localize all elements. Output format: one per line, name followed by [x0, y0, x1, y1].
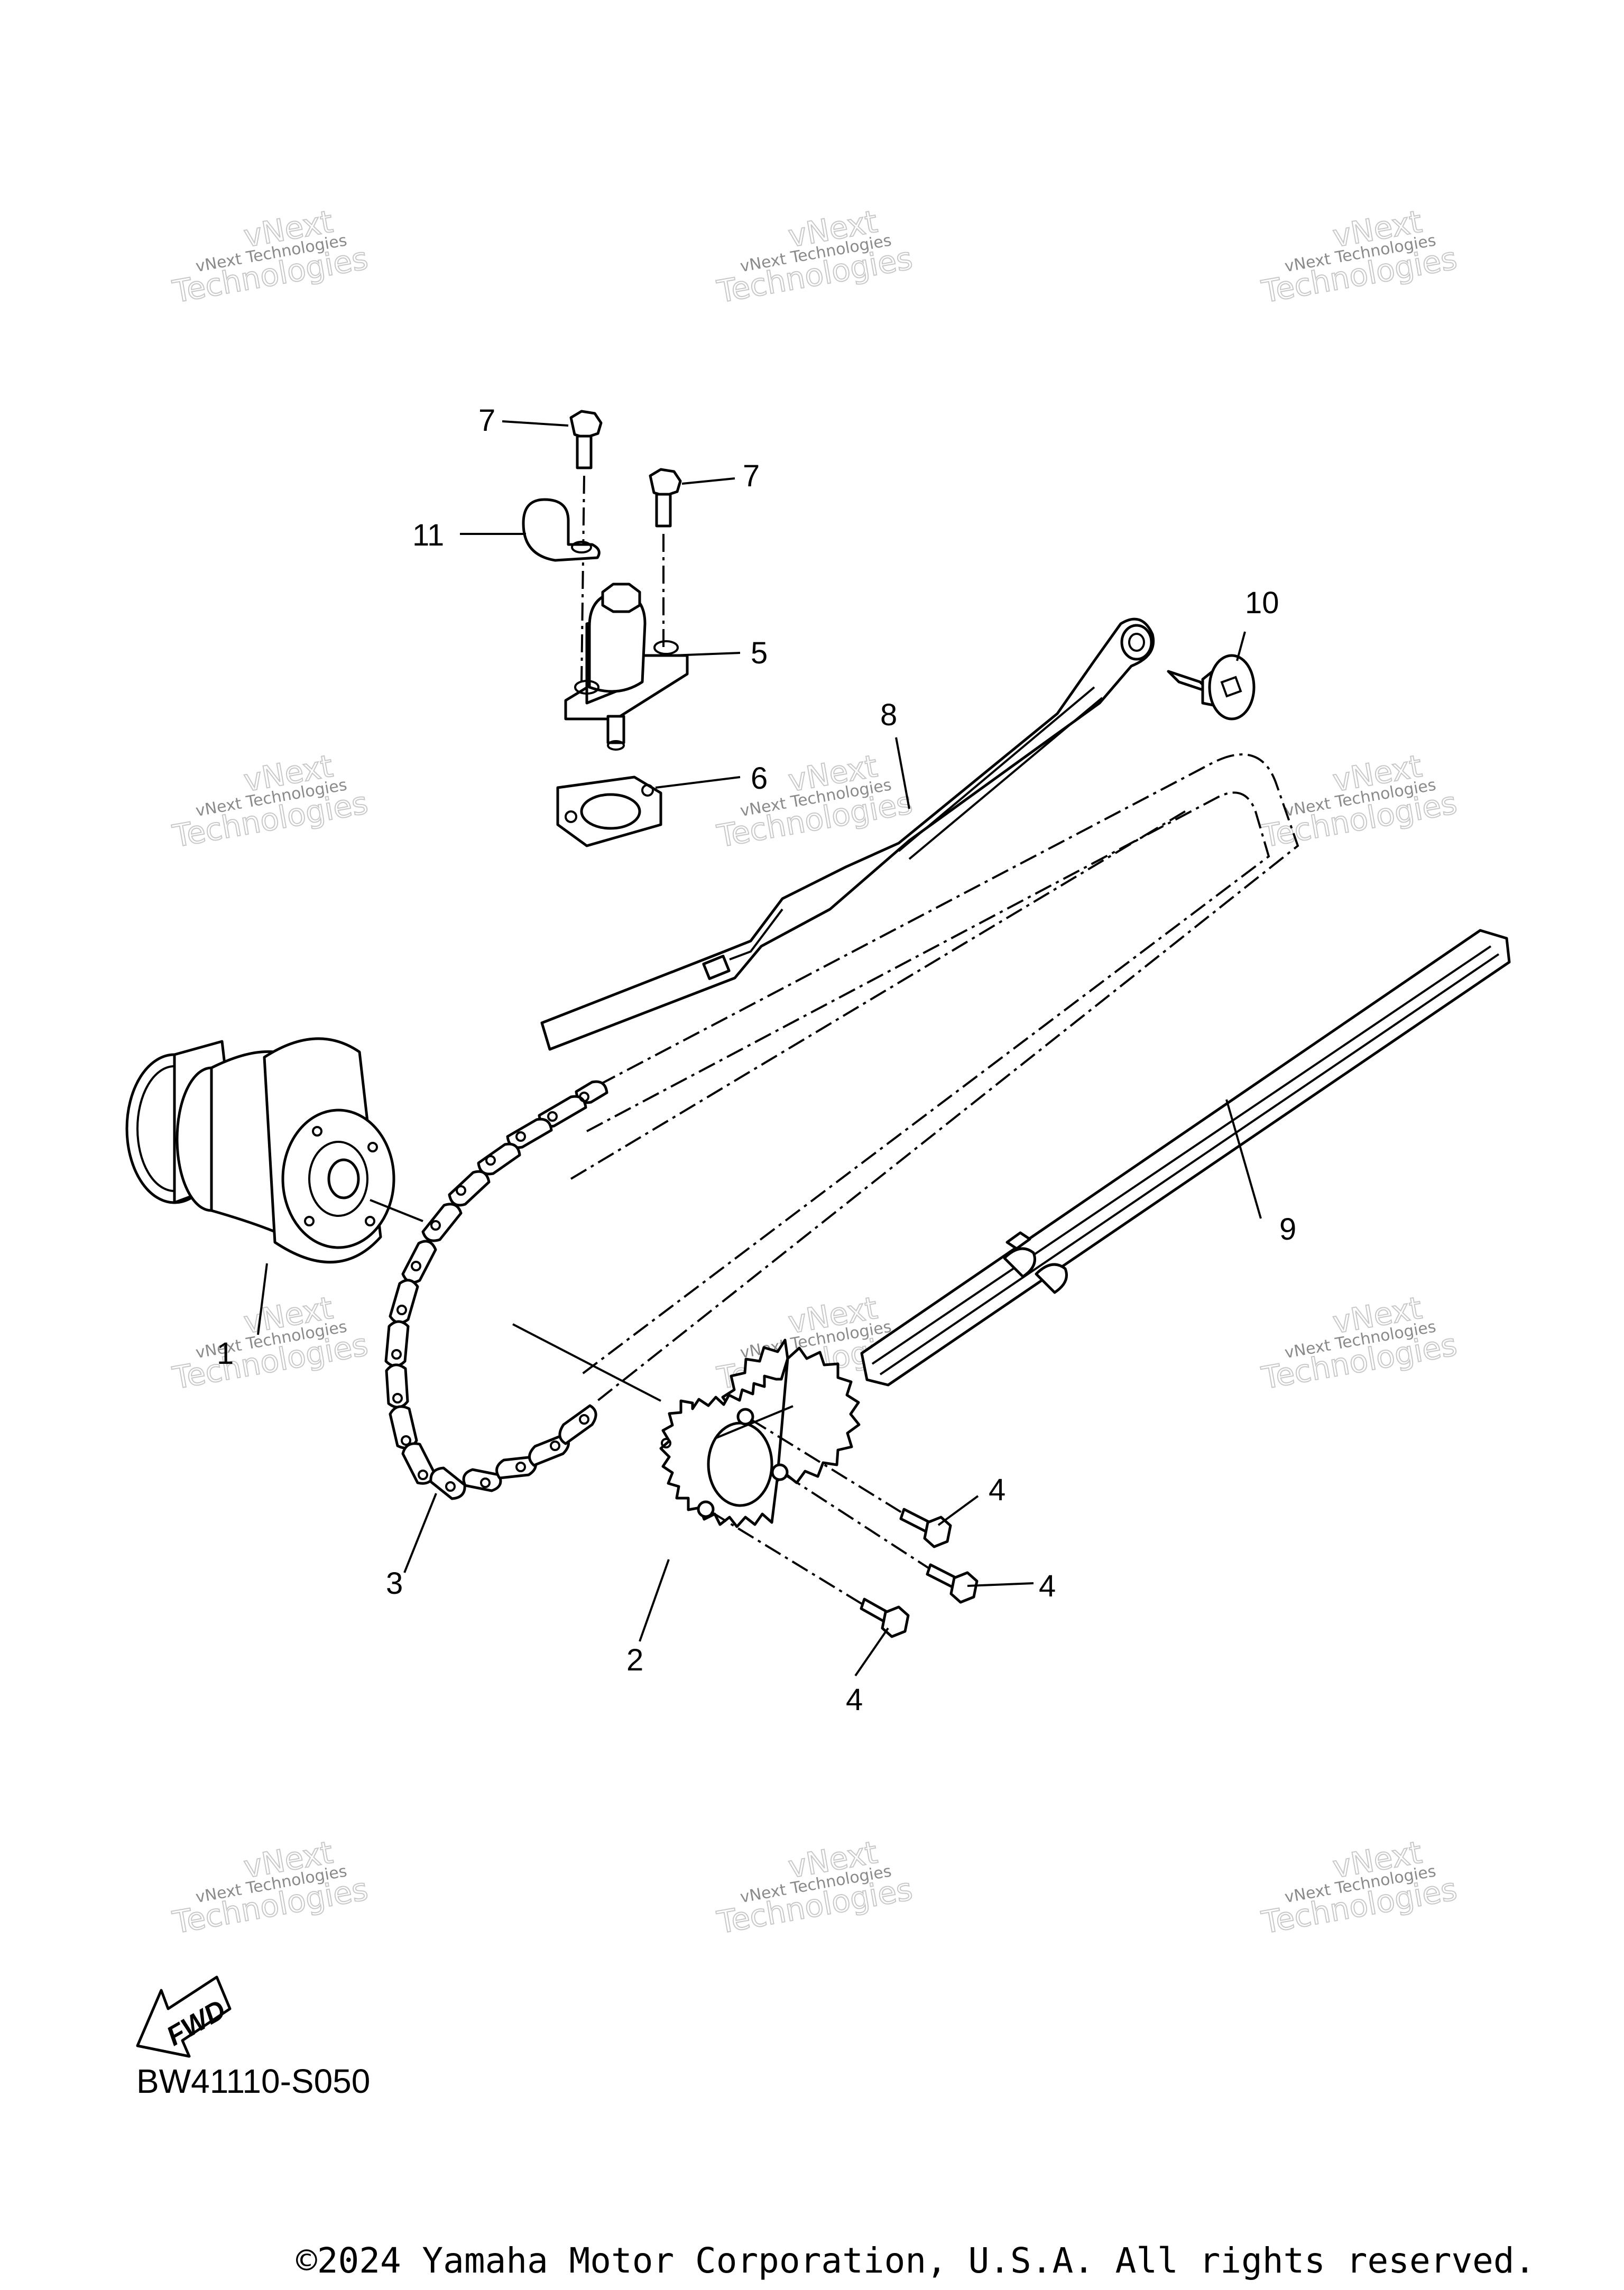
watermark: vNext vNext Technologies Technologies — [714, 203, 916, 310]
watermark: vNext vNext Technologies Technologies — [714, 1834, 916, 1941]
watermark: vNext vNext Technologies Technologies — [169, 747, 371, 855]
callout-5: 5 — [751, 636, 768, 670]
callout-1: 1 — [217, 1336, 234, 1371]
tensioner-guide-part — [540, 617, 1155, 1051]
cam-chain-part — [384, 753, 1299, 1500]
callout-9: 9 — [1279, 1212, 1296, 1246]
copyright-notice: ©2024 Yamaha Motor Corporation, U.S.A. A… — [296, 2240, 1536, 2281]
watermark: vNext vNext Technologies Technologies — [1258, 747, 1460, 855]
callout-labels: 1 2 3 4 4 4 5 6 7 7 8 9 10 11 — [217, 403, 1296, 1717]
clamp-part — [522, 498, 601, 562]
callout-7b: 7 — [743, 459, 760, 493]
watermark: vNext vNext Technologies Technologies — [714, 747, 916, 855]
sprocket-bolt-part — [710, 1511, 910, 1638]
callout-10: 10 — [1245, 586, 1279, 620]
leader-lines — [257, 420, 1262, 1677]
tensioner-bolt-part — [569, 410, 603, 682]
callout-2: 2 — [626, 1643, 643, 1677]
camshaft-part — [125, 1037, 423, 1263]
pivot-bolt-part — [1167, 654, 1256, 721]
watermark: vNext vNext Technologies Technologies — [169, 1834, 371, 1941]
gasket-part — [556, 775, 662, 847]
callout-3: 3 — [386, 1566, 403, 1601]
watermark: vNext vNext Technologies Technologies — [169, 1289, 371, 1397]
callout-4a: 4 — [989, 1473, 1005, 1507]
callout-7a: 7 — [478, 403, 495, 438]
sprocket-bolt-part — [750, 1418, 952, 1548]
sprocket-bolt-part — [784, 1474, 979, 1604]
tensioner-bolt-part — [649, 468, 682, 648]
callout-4b: 4 — [1039, 1569, 1056, 1603]
callout-4c: 4 — [846, 1683, 863, 1717]
watermark: vNext vNext Technologies Technologies — [169, 203, 371, 310]
callout-11: 11 — [412, 518, 444, 552]
chain-tensioner-part — [564, 583, 689, 751]
watermark: vNext vNext Technologies Technologies — [1258, 1834, 1460, 1941]
diagram-code: BW41110-S050 — [136, 2062, 371, 2100]
watermark: vNext vNext Technologies Technologies — [1258, 203, 1460, 310]
fwd-arrow-icon: FWD — [136, 1975, 232, 2058]
callout-6: 6 — [751, 761, 768, 796]
chain-guide-part — [860, 929, 1511, 1387]
callout-8: 8 — [880, 698, 897, 732]
watermark: vNext vNext Technologies Technologies — [1258, 1289, 1460, 1397]
